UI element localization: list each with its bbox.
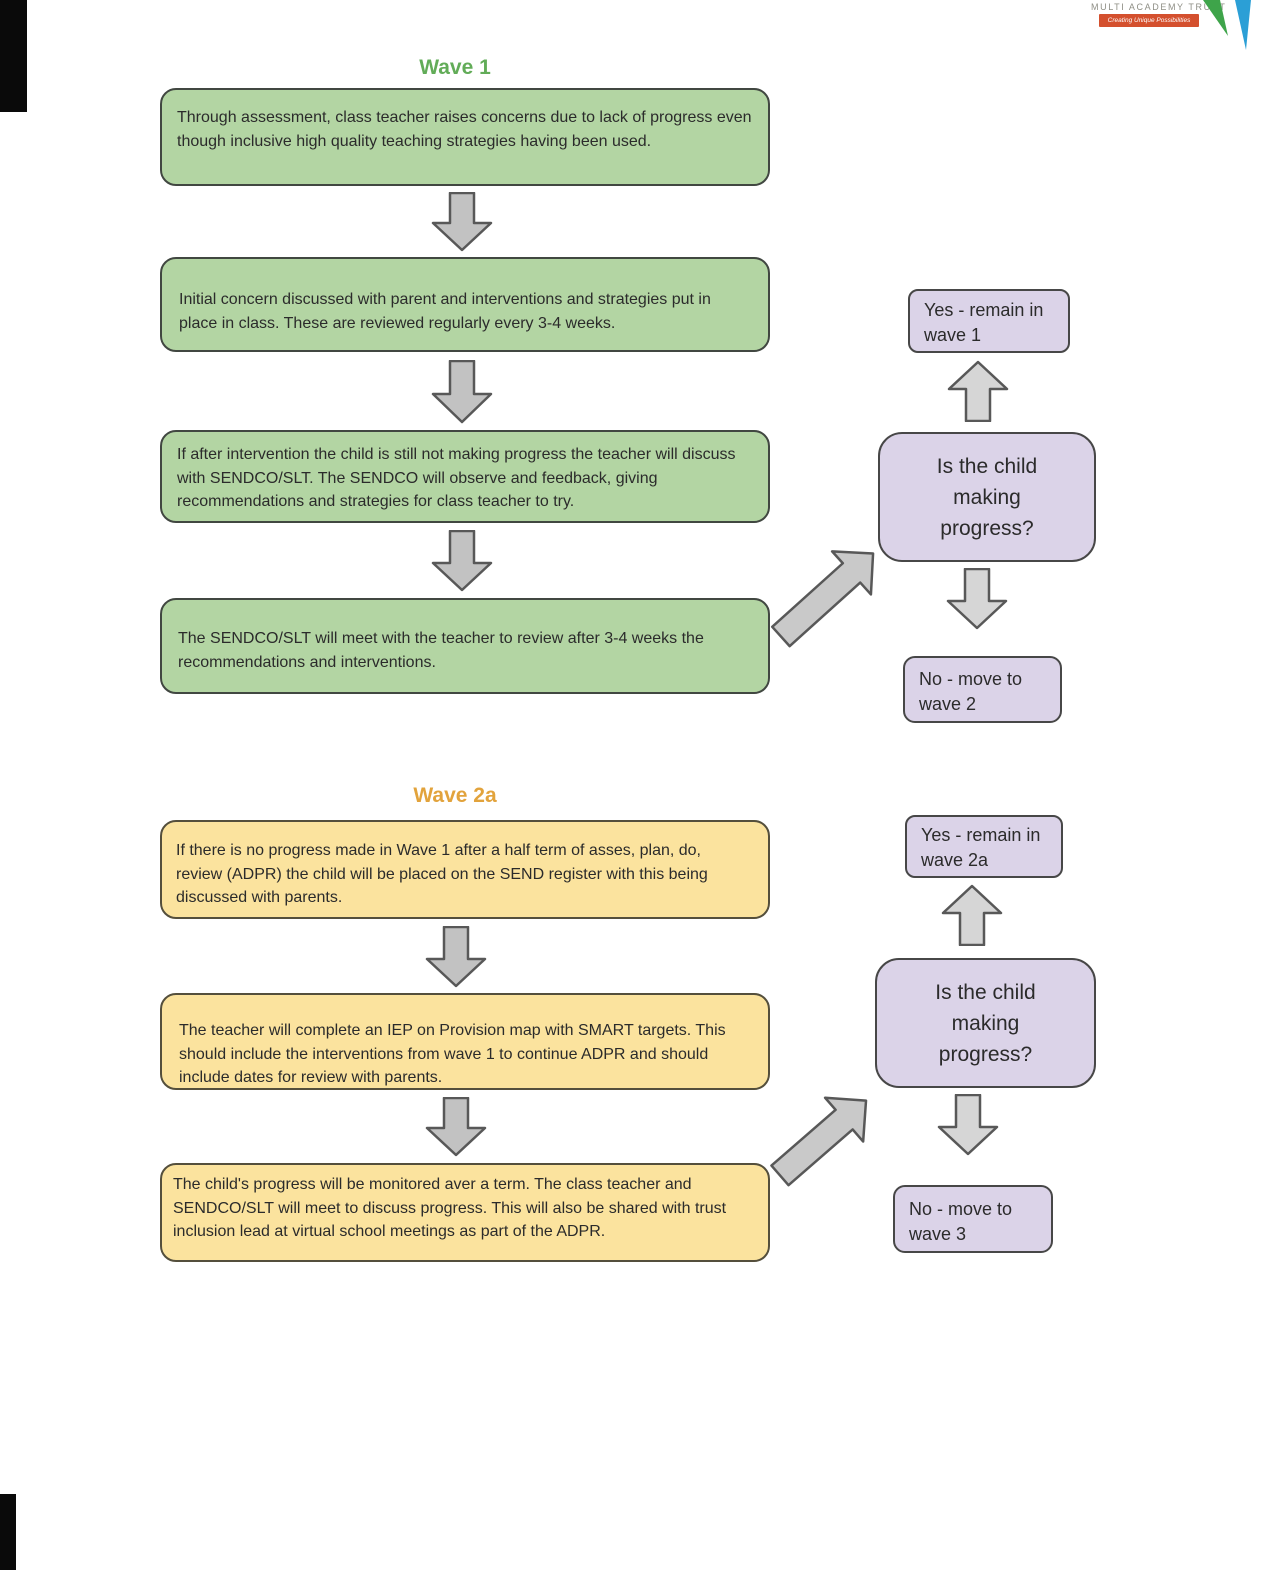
wave2a-step-box-2: The teacher will complete an IEP on Prov… [160, 993, 770, 1090]
wave1-decision-question: Is the child making progress? [936, 454, 1038, 540]
flow-arrow-up-icon [941, 884, 1003, 946]
wave2a-step-text-1: If there is no progress made in Wave 1 a… [176, 842, 708, 906]
trust-tagline: Creating Unique Possibilities [1107, 17, 1191, 24]
trust-name: MULTI ACADEMY TRUST [1091, 2, 1227, 12]
wave1-step-text-3: If after intervention the child is still… [177, 446, 736, 510]
wave1-decision-box: Is the child making progress? [878, 432, 1096, 562]
flow-arrow-down-icon [425, 1097, 487, 1157]
wave2a-decision-question: Is the child making progress? [935, 980, 1036, 1066]
wave2a-no-label: No - move to wave 3 [909, 1199, 1013, 1244]
wave1-step-text-4: The SENDCO/SLT will meet with the teache… [178, 630, 704, 671]
wave1-step-box-3: If after intervention the child is still… [160, 430, 770, 523]
scan-artifact-bottom-left [0, 1494, 16, 1570]
flow-arrow-down-icon [431, 192, 493, 252]
flow-arrow-down-icon [431, 360, 493, 424]
flow-arrow-diagonal-icon [759, 529, 896, 661]
wave1-step-box-2: Initial concern discussed with parent an… [160, 257, 770, 352]
wave2a-step-text-3: The child's progress will be monitored a… [173, 1176, 727, 1240]
wave1-yes-box: Yes - remain in wave 1 [908, 289, 1070, 353]
flow-arrow-down-icon [425, 926, 487, 988]
wave2a-yes-box: Yes - remain in wave 2a [905, 815, 1063, 878]
wave2a-title: Wave 2a [413, 784, 497, 807]
wave2a-step-text-2: The teacher will complete an IEP on Prov… [179, 1022, 726, 1086]
flow-arrow-up-icon [947, 360, 1009, 422]
wave1-no-label: No - move to wave 2 [919, 669, 1023, 714]
scan-artifact-top-left [0, 0, 27, 112]
flow-arrow-down-icon [946, 568, 1008, 630]
wave1-step-text-1: Through assessment, class teacher raises… [177, 109, 752, 150]
wave2a-step-box-1: If there is no progress made in Wave 1 a… [160, 820, 770, 919]
flow-arrow-down-icon [431, 530, 493, 592]
wave1-no-box: No - move to wave 2 [903, 656, 1062, 723]
flow-arrow-down-icon [937, 1094, 999, 1156]
trust-logo-icon [1203, 0, 1251, 50]
wave2a-step-box-3: The child's progress will be monitored a… [160, 1163, 770, 1262]
wave1-title: Wave 1 [419, 56, 491, 79]
wave1-yes-label: Yes - remain in wave 1 [924, 300, 1044, 345]
flow-arrow-diagonal-icon [758, 1076, 888, 1200]
wave1-step-box-4: The SENDCO/SLT will meet with the teache… [160, 598, 770, 694]
trust-tagline-banner: Creating Unique Possibilities [1099, 14, 1199, 27]
wave2a-no-box: No - move to wave 3 [893, 1185, 1053, 1253]
wave2a-yes-label: Yes - remain in wave 2a [921, 825, 1041, 870]
wave1-step-box-1: Through assessment, class teacher raises… [160, 88, 770, 186]
wave2a-decision-box: Is the child making progress? [875, 958, 1096, 1088]
wave1-step-text-2: Initial concern discussed with parent an… [179, 291, 711, 332]
